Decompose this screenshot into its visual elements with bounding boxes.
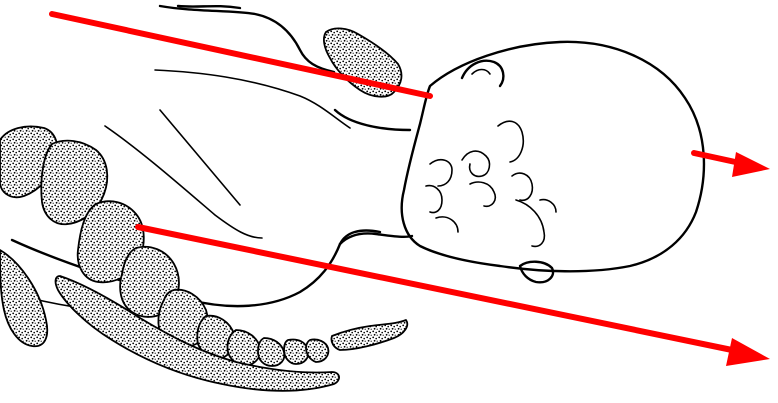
neck-outline (340, 233, 412, 244)
upper-direction-arrow (52, 14, 770, 177)
head-outline (402, 42, 704, 271)
face-features (426, 121, 556, 246)
ear-outline (462, 61, 553, 283)
